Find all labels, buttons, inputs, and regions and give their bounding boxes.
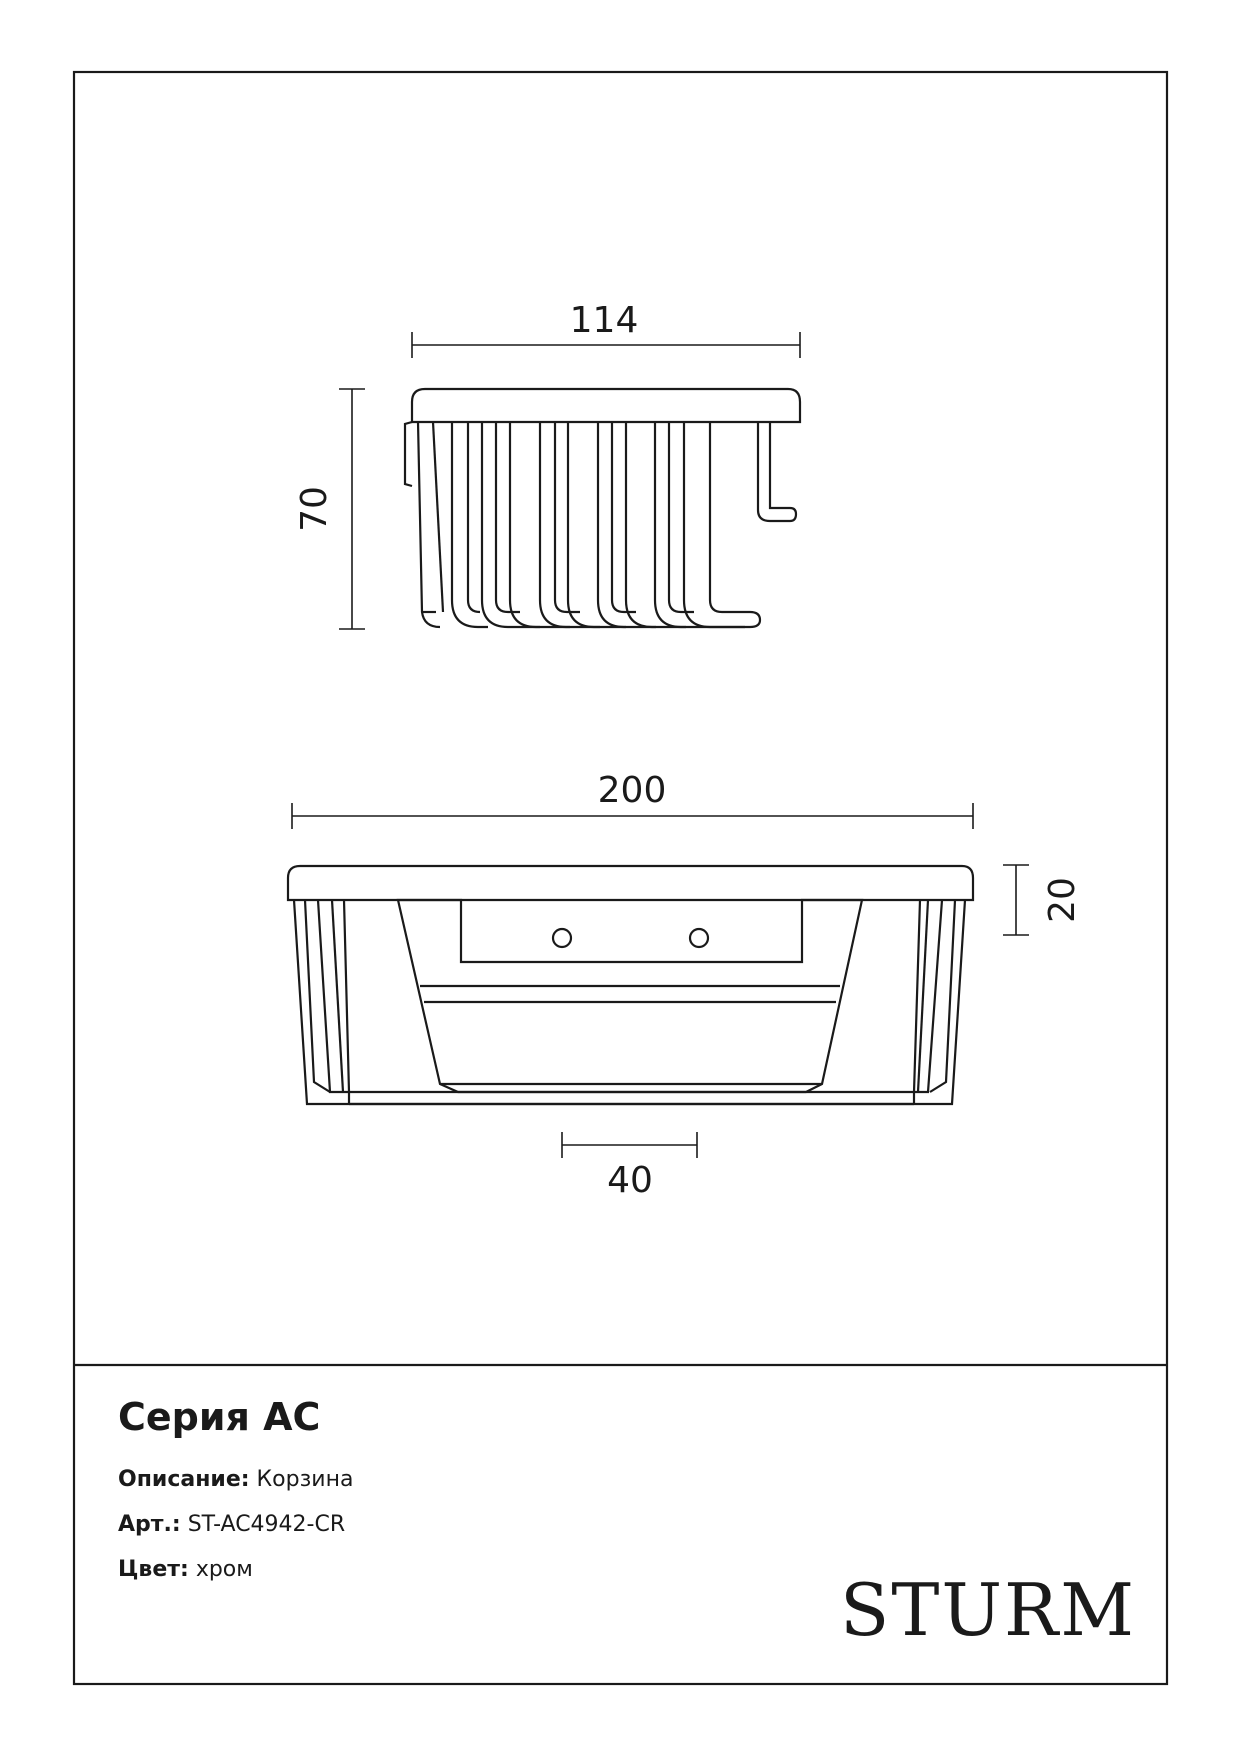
series-title: Серия AC [118, 1395, 321, 1439]
description-label: Описание: [118, 1467, 250, 1492]
mounting-hole-right [688, 927, 710, 949]
dim-label-20: 20 [1042, 877, 1083, 923]
basket-front-outline [286, 864, 975, 1106]
side-view: 114 70 [294, 300, 802, 630]
article-label: Арт.: [118, 1512, 181, 1537]
color-label: Цвет: [118, 1557, 189, 1582]
width-dimension-200: 200 [291, 770, 974, 829]
dim-label-200: 200 [598, 770, 667, 811]
mounting-hole-left [551, 927, 573, 949]
basket-side-outline [403, 387, 802, 629]
front-view: 200 20 40 [286, 770, 1083, 1201]
depth-dimension-20: 20 [1003, 864, 1083, 936]
title-block-info: Серия AC Описание: Корзина Арт.: ST-AC49… [118, 1395, 618, 1602]
description-row: Описание: Корзина [118, 1467, 618, 1493]
color-row: Цвет: хром [118, 1557, 618, 1583]
dim-label-70: 70 [294, 486, 335, 532]
dim-label-40: 40 [607, 1160, 653, 1201]
height-dimension-70: 70 [294, 388, 365, 630]
brand-logo: STURM [840, 1568, 1136, 1652]
article-value: ST-AC4942-CR [187, 1512, 346, 1537]
dim-label-114: 114 [570, 300, 639, 341]
sheet-frame [72, 70, 1169, 1686]
color-value: хром [195, 1557, 253, 1582]
description-value: Корзина [256, 1467, 354, 1492]
hole-spacing-dimension-40: 40 [561, 1132, 698, 1201]
article-row: Арт.: ST-AC4942-CR [118, 1512, 618, 1538]
width-dimension-114: 114 [411, 300, 801, 358]
